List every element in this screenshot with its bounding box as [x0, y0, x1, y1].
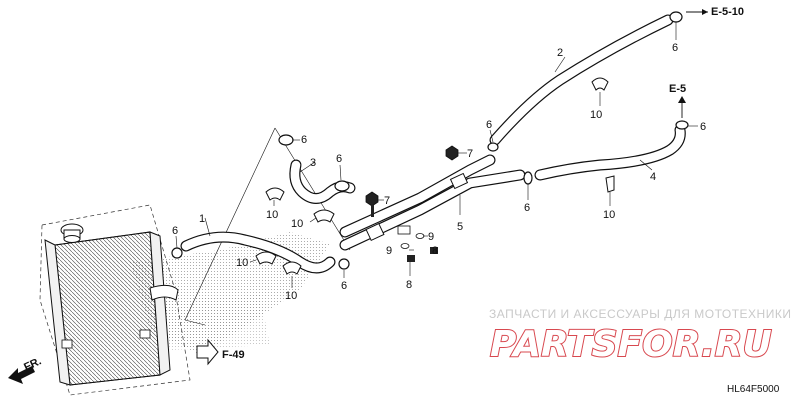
- callout-8b: 8: [406, 279, 412, 291]
- callout-2: 2: [557, 47, 563, 59]
- detail-leaders: [184, 127, 351, 326]
- bolts: [365, 145, 459, 262]
- reference-e-5[interactable]: E-5: [669, 83, 686, 95]
- callout-10f: 10: [285, 290, 297, 302]
- watermark-tagline: ЗАПЧАСТИ И АКСЕССУАРЫ ДЛЯ МОТОТЕХНИКИ: [489, 307, 791, 321]
- pipe-5: [339, 154, 526, 251]
- front-direction-arrow-icon: [8, 366, 35, 384]
- callout-6b: 6: [486, 119, 492, 131]
- callout-6f: 6: [336, 153, 342, 165]
- hose-4: [534, 124, 686, 181]
- stipple-shading: [130, 232, 330, 355]
- callout-10a: 10: [590, 109, 602, 121]
- callout-6e: 6: [301, 134, 307, 146]
- callout-8a: 8: [432, 245, 438, 257]
- callout-7a: 7: [467, 148, 473, 160]
- hose-2: [489, 14, 674, 146]
- e5-up-arrow: [678, 96, 686, 118]
- hose-clips: [255, 77, 615, 275]
- hose-clamps: [171, 11, 689, 270]
- callout-6d: 6: [700, 121, 706, 133]
- callout-3: 3: [310, 157, 316, 169]
- front-direction-label: FR.: [22, 355, 43, 373]
- callout-6c: 6: [524, 202, 530, 214]
- callout-10d: 10: [291, 218, 303, 230]
- callout-6h: 6: [341, 280, 347, 292]
- callout-leaders: [175, 22, 698, 288]
- callout-4: 4: [650, 171, 656, 183]
- watermark-brand-logo: PARTSFOR.RU: [490, 324, 772, 365]
- callout-5: 5: [457, 221, 463, 233]
- callout-10c: 10: [266, 209, 278, 221]
- part-callout-labels: 1 2 3 4 5 6 6 6 6 6 6 6 6 6 6 7 7 8 8 9 …: [172, 42, 706, 302]
- section-references: E-5-10 E-5 F-49: [222, 6, 744, 361]
- callout-1: 1: [199, 213, 205, 225]
- callout-7b: 7: [384, 195, 390, 207]
- watermark: ЗАПЧАСТИ И АКСЕССУАРЫ ДЛЯ МОТОТЕХНИКИ PA…: [489, 307, 791, 366]
- diagram-code: HL64F5000: [727, 384, 780, 395]
- callout-6a: 6: [672, 42, 678, 54]
- callout-9b: 9: [386, 245, 392, 257]
- callout-10b: 10: [603, 209, 615, 221]
- radiator: [39, 204, 191, 396]
- hose-1: [180, 231, 336, 274]
- callout-10e: 10: [236, 257, 248, 269]
- callout-6g: 6: [172, 225, 178, 237]
- f49-arrow-icon: [196, 338, 219, 366]
- reference-e-5-10[interactable]: E-5-10: [711, 6, 744, 18]
- reference-f-49[interactable]: F-49: [222, 349, 245, 361]
- callout-9a: 9: [428, 231, 434, 243]
